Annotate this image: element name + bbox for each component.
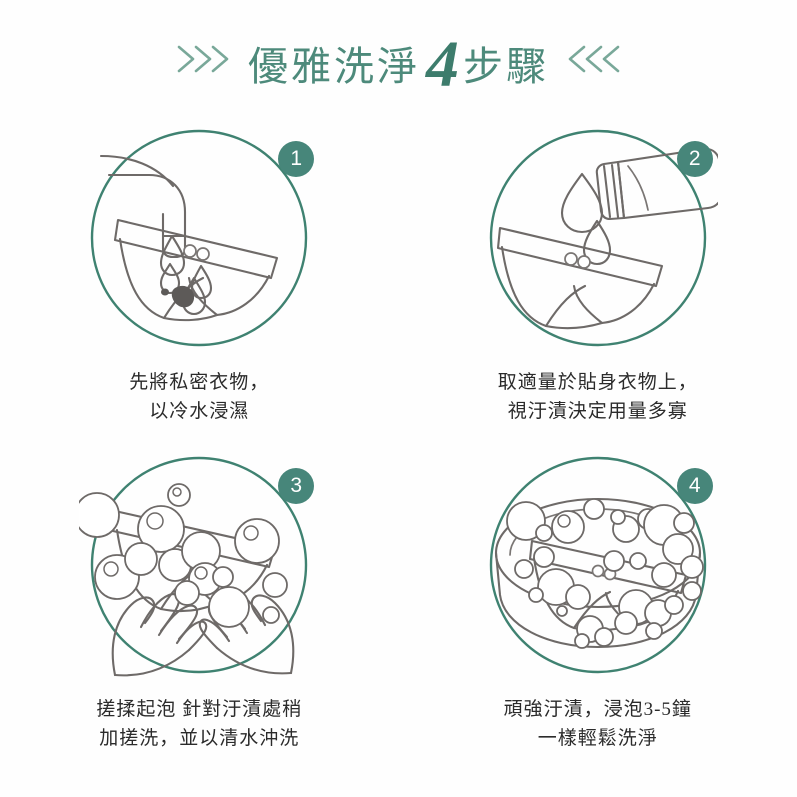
step-number-badge-1: 1 — [278, 141, 315, 177]
caption-line: 以冷水浸濕 — [149, 401, 250, 423]
bow-icon — [183, 244, 211, 261]
step-1-illustration: 1 — [79, 118, 319, 358]
faucet-icon — [100, 154, 187, 259]
caption-line: 視汙漬決定用量多寡 — [507, 401, 688, 423]
underwear-icon — [496, 226, 663, 330]
page-title-prefix: 優雅洗淨 — [248, 44, 420, 89]
caption-line: 頑強汙漬，浸泡3-5鐘 — [503, 698, 692, 720]
caption-line: 先將私密衣物， — [129, 372, 270, 393]
page-title-bar: 優雅洗淨 4 步驟 — [0, 22, 797, 98]
step-4-illustration: 4 — [478, 445, 718, 685]
step-2-illustration: 2 — [478, 118, 718, 358]
step-item-1: 1 先將私密衣物， 以冷水浸濕 — [0, 118, 399, 427]
foam-bubbles — [505, 497, 704, 649]
page-title: 優雅洗淨 4 步驟 — [248, 26, 549, 98]
hands-scrubbing-icon — [111, 590, 295, 677]
step-item-2: 2 取適量於貼身衣物上， 視汙漬決定用量多寡 — [399, 118, 797, 427]
underwear-icon — [114, 218, 279, 322]
triple-chevron-right-icon — [176, 42, 234, 76]
page-title-number: 4 — [426, 28, 459, 101]
step-item-3: 3 搓揉起泡 針對汙漬處稍 加搓洗，並以清水沖洗 — [0, 445, 399, 754]
caption-line: 搓揉起泡 針對汙漬處稍 — [96, 698, 303, 720]
stain-marks — [161, 285, 195, 308]
caption-line: 取適量於貼身衣物上， — [497, 372, 698, 393]
step-number-badge-2: 2 — [676, 141, 713, 177]
step-number-badge-4: 4 — [676, 467, 713, 504]
step-1-caption: 先將私密衣物， 以冷水浸濕 — [129, 368, 269, 427]
triple-chevron-left-icon — [563, 42, 621, 76]
step-3-illustration: 3 — [79, 445, 319, 685]
foam-bubbles — [79, 482, 289, 628]
step-2-caption: 取適量於貼身衣物上， 視汙漬決定用量多寡 — [498, 368, 698, 427]
caption-line: 一樣輕鬆洗淨 — [537, 728, 658, 750]
bow-icon — [563, 252, 591, 269]
step-item-4: 4 頑強汙漬，浸泡3-5鐘 一樣輕鬆洗淨 — [399, 445, 797, 754]
page-title-suffix: 步驟 — [463, 44, 549, 89]
step-4-caption: 頑強汙漬，浸泡3-5鐘 一樣輕鬆洗淨 — [504, 695, 692, 754]
step-number-badge-3: 3 — [278, 467, 315, 504]
steps-grid: 1 先將私密衣物， 以冷水浸濕 — [0, 118, 797, 754]
step-3-caption: 搓揉起泡 針對汙漬處稍 加搓洗，並以清水沖洗 — [96, 695, 302, 754]
caption-line: 加搓洗，並以清水沖洗 — [99, 728, 300, 750]
